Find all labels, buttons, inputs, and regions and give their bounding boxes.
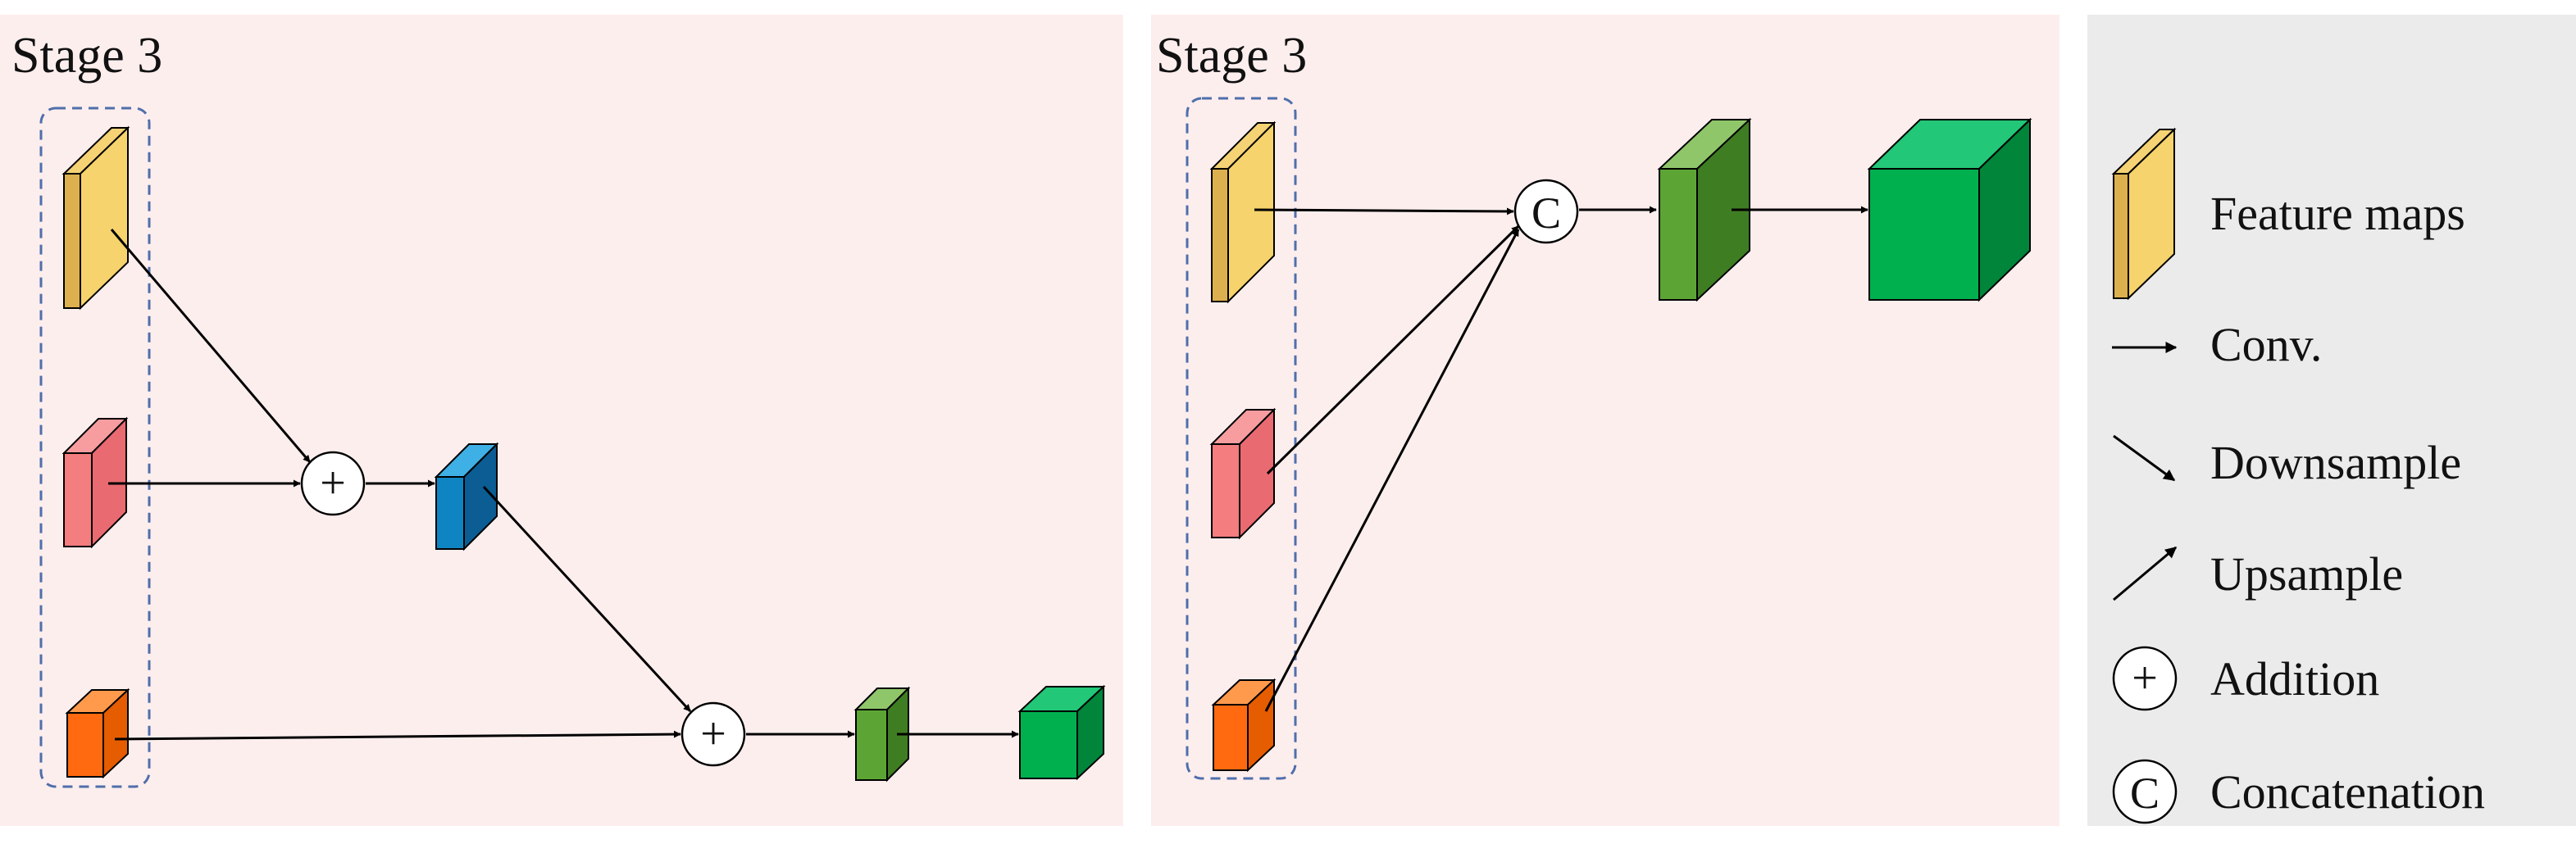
arrow-downsample-blue-to-add2 — [482, 485, 692, 713]
legend-downsample-label: Downsample — [2210, 436, 2461, 489]
left-light-green-feature-map — [853, 686, 911, 783]
addition-symbol: + — [700, 709, 726, 760]
arrow-upsample-orange-to-concat — [1264, 229, 1520, 712]
legend-downsample-arrow-icon — [2113, 434, 2176, 482]
right-panel-title: Stage 3 — [1156, 28, 1307, 84]
right-yellow-feature-map — [1209, 120, 1277, 304]
right-pink-feature-map — [1209, 407, 1277, 540]
legend-concatenation-label: Concatenation — [2210, 765, 2485, 819]
arrow-conv-orange-to-add2 — [114, 730, 681, 741]
legend-addition-symbol: + — [2132, 653, 2158, 704]
legend-concatenation-icon — [2112, 759, 2178, 824]
right-orange-feature-map — [1211, 678, 1277, 773]
left-panel-title: Stage 3 — [11, 28, 162, 84]
right-light-green-feature-map — [1657, 117, 1752, 302]
left-green-output-cube — [1017, 684, 1106, 781]
legend-upsample-label: Upsample — [2210, 547, 2403, 601]
arrow-upsample-pink-to-concat — [1266, 225, 1520, 475]
legend-addition-label: Addition — [2210, 652, 2379, 706]
left-yellow-feature-map — [61, 125, 130, 311]
legend-feature-maps-icon — [2111, 127, 2177, 301]
left-addition-node-2: + — [680, 701, 746, 767]
legend-conv-label: Conv. — [2210, 318, 2322, 371]
right-green-output-cube — [1867, 117, 2032, 302]
arrow-downsample-yellow-to-add1 — [110, 229, 312, 463]
right-concatenation-node: C — [1513, 179, 1579, 244]
left-addition-node-1: + — [300, 451, 366, 516]
left-panel-background — [0, 15, 1123, 826]
right-input-group-dashed-border — [1186, 97, 1297, 780]
left-blue-feature-map — [434, 442, 499, 551]
legend-addition-icon — [2112, 646, 2178, 711]
left-input-group-dashed-border — [39, 107, 151, 788]
left-orange-feature-map — [65, 687, 130, 779]
arrow-conv-yellow-to-concat — [1254, 207, 1514, 216]
legend-concatenation-symbol: C — [2130, 769, 2160, 818]
legend-upsample-arrow-icon — [2113, 546, 2178, 601]
legend-feature-maps-label: Feature maps — [2210, 187, 2465, 240]
concatenation-symbol: C — [1531, 188, 1561, 238]
addition-symbol: + — [320, 458, 346, 509]
